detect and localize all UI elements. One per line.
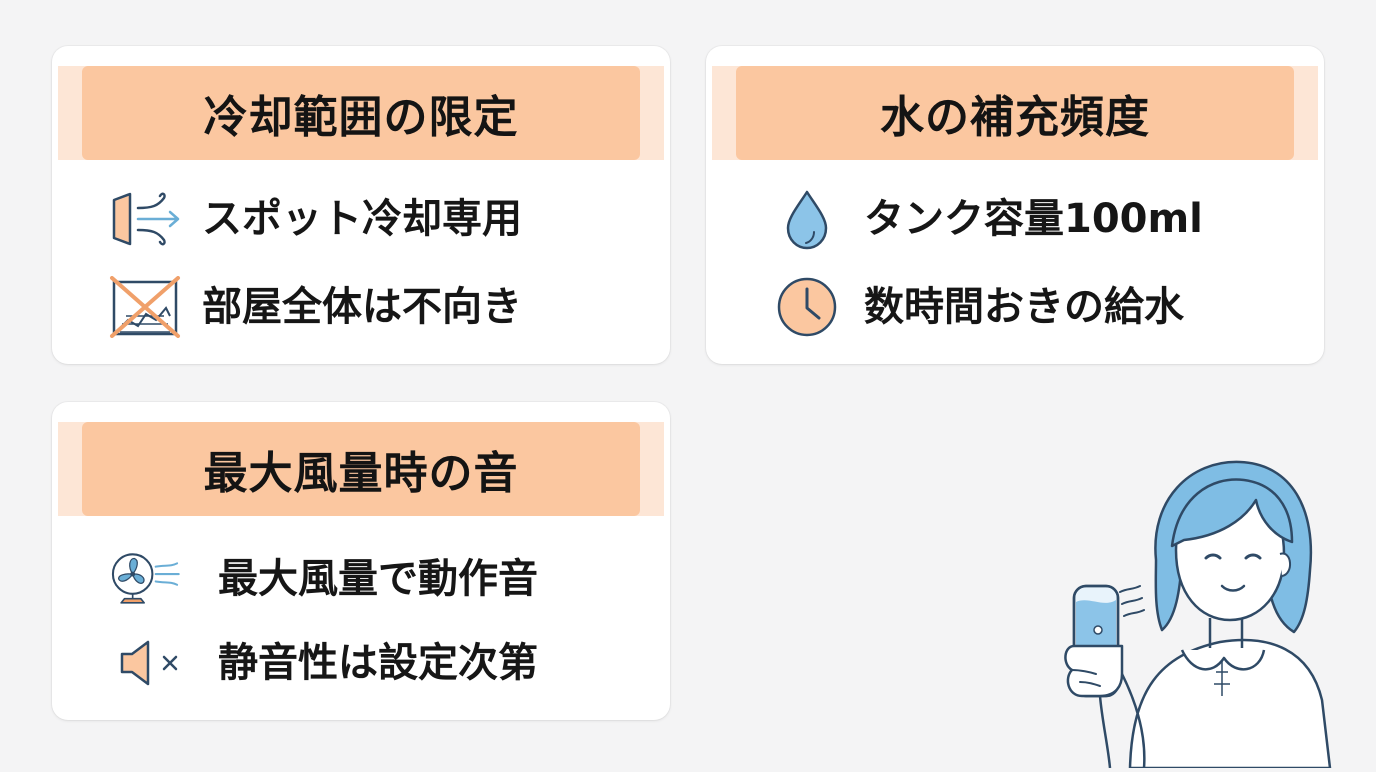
room-crossed-icon [108, 276, 182, 338]
card-title-box: 冷却範囲の限定 [82, 66, 640, 160]
card-max-airflow-noise: 最大風量時の音 最大風量で動作音 静音性は設定次第 [52, 402, 670, 720]
list-item: 部屋全体は不向き [52, 272, 670, 342]
card-title-box: 水の補充頻度 [736, 66, 1294, 160]
list-item: スポット冷却専用 [52, 184, 670, 254]
card-water-refill: 水の補充頻度 タンク容量100ml 数時間おきの給水 [706, 46, 1324, 364]
clock-icon [770, 276, 844, 338]
list-item: 最大風量で動作音 [52, 544, 670, 614]
item-text: スポット冷却専用 [202, 196, 522, 242]
woman-with-mist-bottle-illustration [1060, 450, 1376, 770]
speaker-muted-icon [114, 632, 188, 694]
item-text: タンク容量100ml [864, 196, 1203, 242]
water-drop-icon [770, 188, 844, 250]
list-item: タンク容量100ml [706, 184, 1324, 254]
item-text: 部屋全体は不向き [202, 284, 522, 330]
item-text: 静音性は設定次第 [218, 640, 538, 686]
airflow-icon [108, 188, 182, 250]
card-title-box: 最大風量時の音 [82, 422, 640, 516]
card-title: 冷却範囲の限定 [203, 92, 519, 143]
item-text: 最大風量で動作音 [218, 556, 538, 602]
item-text: 数時間おきの給水 [864, 284, 1184, 330]
card-cooling-range: 冷却範囲の限定 スポット冷却専用 部屋全体は不向き [52, 46, 670, 364]
fan-icon [108, 548, 182, 610]
list-item: 数時間おきの給水 [706, 272, 1324, 342]
card-title: 最大風量時の音 [203, 448, 519, 499]
list-item: 静音性は設定次第 [52, 628, 670, 698]
card-title: 水の補充頻度 [880, 92, 1150, 143]
